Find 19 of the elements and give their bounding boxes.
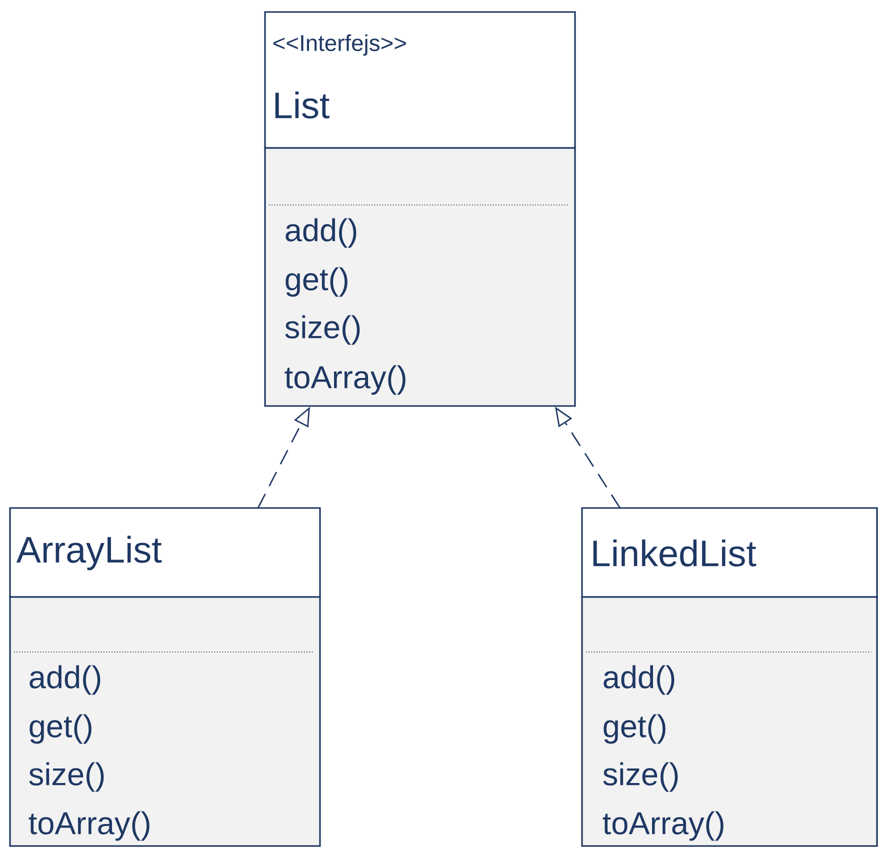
method-text: get() xyxy=(604,714,666,744)
class-name: LinkedList xyxy=(593,539,756,567)
method-text: get() xyxy=(30,714,92,744)
method-text: toArray() xyxy=(602,811,724,841)
class-box xyxy=(264,11,576,407)
method-text: get() xyxy=(286,267,348,297)
method-text: size() xyxy=(29,762,104,792)
method-text: size() xyxy=(603,762,678,792)
method-text: add() xyxy=(286,218,356,248)
method-text: add() xyxy=(604,665,674,695)
class-name: List xyxy=(275,91,330,119)
method-text: toArray() xyxy=(28,811,150,841)
class-box xyxy=(581,507,878,847)
stereotype-label: <<Interfejs>> xyxy=(274,34,406,56)
class-box xyxy=(9,507,321,847)
class-name: ArrayList xyxy=(16,536,162,570)
method-text: add() xyxy=(30,665,100,695)
method-text: size() xyxy=(285,315,360,345)
method-text: toArray() xyxy=(284,365,406,395)
